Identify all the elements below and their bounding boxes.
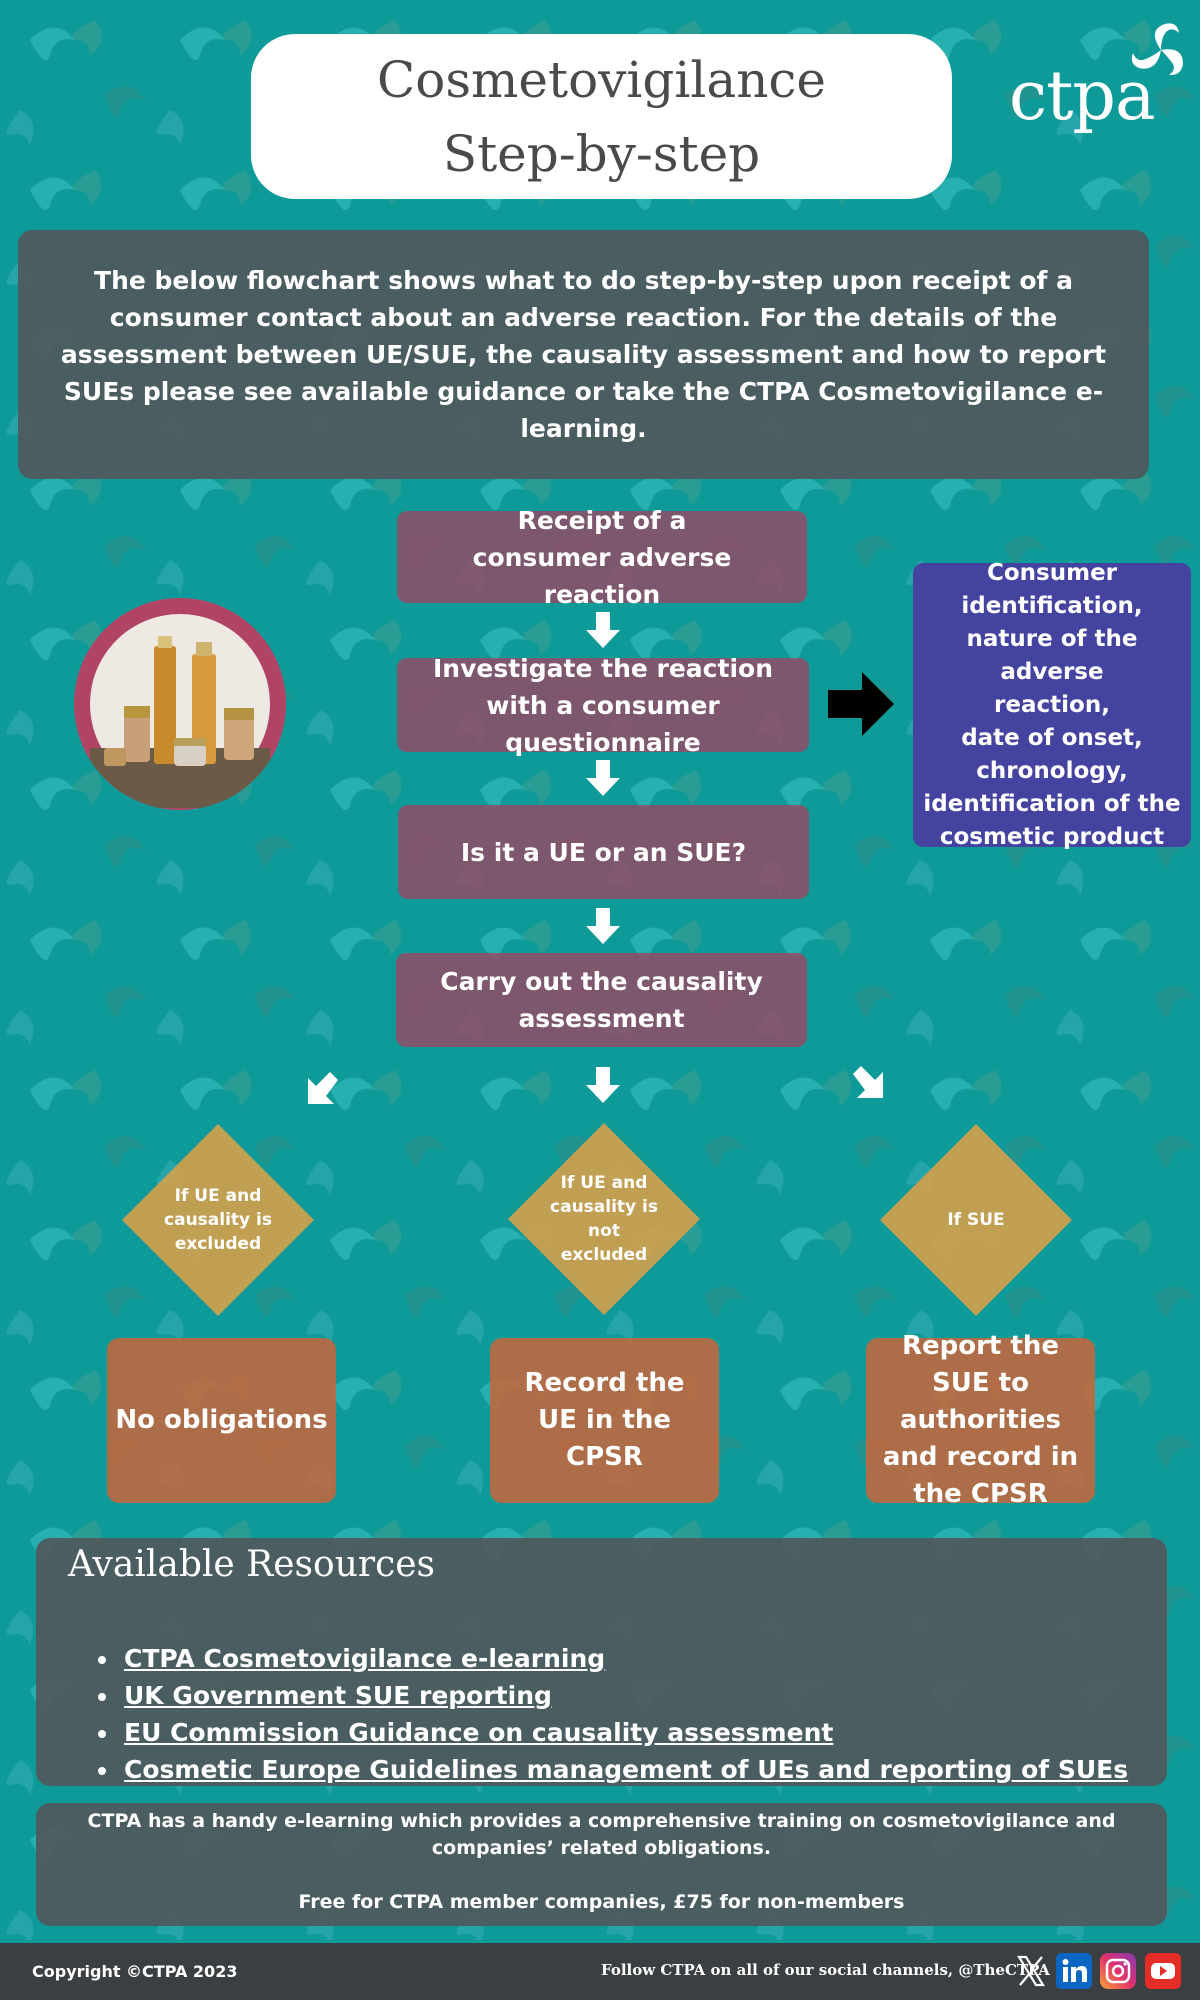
elearning-line-2: companies’ related obligations. bbox=[431, 1837, 772, 1859]
resources-list: CTPA Cosmetovigilance e-learning UK Gove… bbox=[112, 1640, 1128, 1788]
outcome-report-sue: Report the SUE to authorities and record… bbox=[866, 1331, 1095, 1509]
cosmetic-bottles-image bbox=[90, 614, 270, 808]
flow-step-receipt: Receipt of a consumer adverse reaction bbox=[397, 506, 807, 609]
resource-link-elearning[interactable]: CTPA Cosmetovigilance e-learning bbox=[124, 1644, 606, 1673]
info-line: chronology, bbox=[976, 757, 1128, 784]
flow-step-ue-or-sue: Is it a UE or an SUE? bbox=[398, 805, 809, 899]
info-line: date of onset, bbox=[961, 724, 1143, 751]
info-line: identification, bbox=[961, 592, 1143, 619]
outcome-record-ue: Record the UE in the CPSR bbox=[490, 1338, 719, 1503]
arrow-down-icon bbox=[586, 612, 620, 648]
flow-step-causality: Carry out the causality assessment bbox=[396, 953, 807, 1047]
flow-step-investigate: Investigate the reaction with a consumer… bbox=[397, 654, 809, 757]
decision-ue-excluded: If UE and causality is excluded bbox=[118, 1120, 318, 1320]
follow-text: Follow CTPA on all of our social channel… bbox=[601, 1961, 1050, 1979]
decision-text: If UE and causality is not excluded bbox=[550, 1173, 658, 1265]
flow-step-causality-label: Carry out the causality assessment bbox=[440, 967, 763, 1033]
decision-sue: If SUE bbox=[876, 1120, 1076, 1320]
title-line-2: Step-by-step bbox=[442, 124, 761, 183]
intro-panel: The below flowchart shows what to do ste… bbox=[18, 230, 1149, 479]
ctpa-logo: ctpa bbox=[985, 15, 1195, 150]
decision-ue-not-excluded: If UE and causality is not excluded bbox=[504, 1119, 704, 1319]
page-title: Cosmetovigilance Step-by-step bbox=[251, 34, 952, 199]
arrow-down-right-icon bbox=[853, 1066, 883, 1098]
elearning-line-1: CTPA has a handy e-learning which provid… bbox=[87, 1810, 1116, 1832]
flow-step-receipt-label: Receipt of a consumer adverse reaction bbox=[472, 505, 732, 609]
arrow-right-icon bbox=[828, 672, 894, 736]
arrow-down-icon bbox=[586, 1067, 620, 1103]
available-resources-panel: Available Resources CTPA Cosmetovigilanc… bbox=[36, 1538, 1167, 1786]
outcome-label: Report the SUE to authorities and record… bbox=[882, 1331, 1079, 1509]
resource-link-uk-sue[interactable]: UK Government SUE reporting bbox=[124, 1681, 552, 1710]
flow-step-investigate-label: Investigate the reaction with a consumer… bbox=[432, 653, 773, 757]
info-line: identification of the bbox=[923, 790, 1181, 817]
outcome-label: Record the UE in the CPSR bbox=[524, 1368, 685, 1472]
cosmetic-products-photo bbox=[74, 598, 286, 810]
outcome-no-obligations: No obligations bbox=[107, 1338, 336, 1503]
info-lines: Consumer identification, nature of the a… bbox=[919, 557, 1185, 854]
decision-diamond-shape bbox=[508, 1123, 700, 1315]
decision-ue-not-excluded-label: If UE and causality is not excluded bbox=[504, 1119, 704, 1319]
info-line: reaction, bbox=[994, 691, 1110, 718]
outcome-label: No obligations bbox=[115, 1405, 328, 1435]
linkedin-icon[interactable] bbox=[1056, 1953, 1092, 1989]
decision-ue-excluded-label: If UE and causality is excluded bbox=[118, 1120, 318, 1320]
arrow-down-left-icon bbox=[308, 1072, 338, 1104]
list-item: Cosmetic Europe Guidelines management of… bbox=[120, 1751, 1128, 1788]
list-item: CTPA Cosmetovigilance e-learning bbox=[120, 1640, 1128, 1677]
flow-step-ue-or-sue-label: Is it a UE or an SUE? bbox=[460, 837, 747, 867]
youtube-icon[interactable] bbox=[1145, 1953, 1181, 1989]
logo-text: ctpa bbox=[1009, 57, 1155, 136]
x-icon[interactable] bbox=[1013, 1953, 1049, 1989]
resources-title: Available Resources bbox=[68, 1544, 436, 1585]
resource-link-cosmetic-europe[interactable]: Cosmetic Europe Guidelines management of… bbox=[124, 1755, 1129, 1784]
decision-text: If SUE bbox=[947, 1210, 1005, 1230]
ctpa-swirl-logo-icon bbox=[1131, 23, 1183, 76]
copyright-text: Copyright ©CTPA 2023 bbox=[32, 1962, 238, 1981]
arrow-down-icon bbox=[586, 760, 620, 796]
info-line: nature of the adverse bbox=[966, 625, 1138, 685]
info-line: cosmetic product bbox=[939, 823, 1165, 850]
info-line: Consumer bbox=[986, 559, 1118, 586]
resource-link-eu-guidance[interactable]: EU Commission Guidance on causality asse… bbox=[124, 1718, 834, 1747]
instagram-icon[interactable] bbox=[1100, 1953, 1136, 1989]
decision-diamond-shape bbox=[880, 1124, 1072, 1316]
decision-diamond-shape bbox=[122, 1124, 314, 1316]
elearning-price: Free for CTPA member companies, £75 for … bbox=[298, 1891, 905, 1913]
intro-text: The below flowchart shows what to do ste… bbox=[60, 266, 1107, 443]
questionnaire-info-box: Consumer identification, nature of the a… bbox=[913, 560, 1191, 850]
title-line-1: Cosmetovigilance bbox=[376, 50, 827, 109]
footer: Copyright ©CTPA 2023 Follow CTPA on all … bbox=[0, 1943, 1200, 2000]
list-item: EU Commission Guidance on causality asse… bbox=[120, 1714, 1128, 1751]
decision-text: If UE and causality is excluded bbox=[164, 1186, 272, 1254]
elearning-panel: CTPA has a handy e-learning which provid… bbox=[36, 1803, 1167, 1926]
decision-sue-label: If SUE bbox=[876, 1120, 1076, 1320]
list-item: UK Government SUE reporting bbox=[120, 1677, 1128, 1714]
arrow-down-icon bbox=[586, 908, 620, 944]
